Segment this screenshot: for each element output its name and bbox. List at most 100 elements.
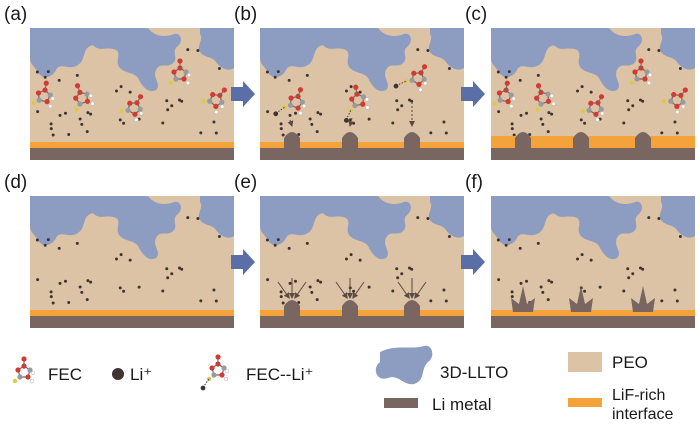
li-dendrite — [631, 286, 655, 312]
li-ion — [539, 117, 543, 121]
li-flux-arrow — [335, 281, 348, 299]
li-ion — [396, 276, 400, 280]
lif-interface-layer — [30, 310, 234, 316]
li-ion — [641, 267, 645, 271]
fec-molecule — [662, 87, 688, 115]
li-ion — [675, 299, 679, 303]
li-ion — [510, 290, 514, 294]
fec-molecule — [492, 80, 516, 109]
li-ion — [166, 276, 170, 280]
li-ion — [308, 117, 312, 121]
li-ion — [293, 279, 297, 283]
legend-li-metal-label: Li metal — [432, 395, 492, 414]
li-ion — [114, 89, 118, 93]
li-ion — [316, 111, 320, 115]
li-flux-arrow — [397, 281, 410, 299]
li-metal-layer — [30, 148, 234, 160]
process-arrow — [461, 249, 485, 275]
li-ion — [196, 217, 200, 221]
li-ion — [507, 238, 511, 242]
legend-llto-icon — [375, 345, 433, 385]
lif-interface-layer — [260, 142, 464, 148]
panel-label: (f) — [465, 172, 483, 193]
li-ion — [400, 104, 404, 108]
fec-molecule — [31, 80, 55, 109]
li-ion — [161, 289, 165, 293]
li-ion — [319, 280, 323, 284]
li-ion — [316, 279, 320, 283]
li-metal-layer — [260, 316, 464, 328]
li-ion — [358, 90, 362, 94]
li-ion — [186, 48, 190, 52]
llto-framework — [491, 196, 560, 246]
li-ion — [279, 290, 283, 294]
li-ion — [51, 133, 55, 137]
li-ion — [89, 112, 93, 116]
llto-framework — [312, 28, 411, 92]
li-ion — [177, 98, 181, 102]
li-ion — [46, 238, 50, 242]
li-ion — [352, 121, 356, 125]
process-arrow — [461, 81, 485, 107]
li-ion — [85, 298, 89, 302]
li-ion — [579, 118, 583, 122]
li-ion — [276, 70, 280, 74]
li-ion — [504, 243, 508, 247]
li-ion — [395, 267, 399, 271]
li-ion — [217, 234, 221, 238]
li-ion — [657, 217, 661, 221]
li-ion — [447, 66, 451, 70]
li-ion — [315, 130, 319, 134]
li-ion — [396, 108, 400, 112]
li-ion — [442, 120, 446, 124]
li-ion — [58, 113, 62, 117]
legend-lif-label-1: LiF-rich — [612, 387, 665, 404]
fec-molecule — [580, 94, 605, 122]
process-arrow — [231, 249, 255, 275]
li-deposit-bump — [342, 132, 358, 148]
li-ion — [510, 122, 514, 126]
legend-li-label: Li⁺ — [130, 365, 152, 384]
li-ion — [57, 246, 61, 250]
panel: (c) — [465, 4, 695, 160]
llto-framework — [659, 28, 695, 70]
li-flux-arrow — [277, 281, 290, 299]
li-ion — [575, 89, 579, 93]
li-ion — [626, 99, 630, 103]
li-ion — [550, 280, 554, 284]
panel: (f) — [465, 172, 695, 328]
li-ion — [400, 272, 404, 276]
li-ion — [510, 127, 514, 131]
fec-molecule — [200, 354, 230, 391]
li-ion — [426, 49, 430, 53]
li-ion — [86, 111, 90, 115]
llto-framework — [30, 28, 99, 78]
li-ion — [186, 216, 190, 220]
llto-framework — [198, 28, 234, 70]
li-ion — [119, 85, 123, 89]
li-ion — [49, 295, 53, 299]
li-ion — [212, 120, 216, 124]
li-deposit-bump — [404, 132, 420, 148]
li-deposit-bump — [342, 300, 358, 316]
li-ion — [546, 298, 550, 302]
legend-llto-label: 3D-LLTO — [440, 363, 508, 382]
li-ion — [214, 131, 218, 135]
li-ion — [395, 99, 399, 103]
li-ion — [657, 49, 661, 53]
li-ion — [165, 99, 169, 103]
li-ion — [497, 278, 501, 282]
li-ion — [444, 131, 448, 135]
li-ion — [504, 75, 508, 79]
panel: (e) — [234, 172, 464, 328]
li-ion — [170, 272, 174, 276]
li-ion — [36, 278, 40, 282]
legend-li-icon — [112, 368, 124, 380]
li-ion — [391, 121, 395, 125]
li-ion — [678, 66, 682, 70]
li-ion — [367, 285, 371, 289]
li-ion — [46, 70, 50, 74]
process-arrow — [231, 81, 255, 107]
li-ion — [580, 253, 584, 257]
li-ion — [410, 267, 414, 271]
